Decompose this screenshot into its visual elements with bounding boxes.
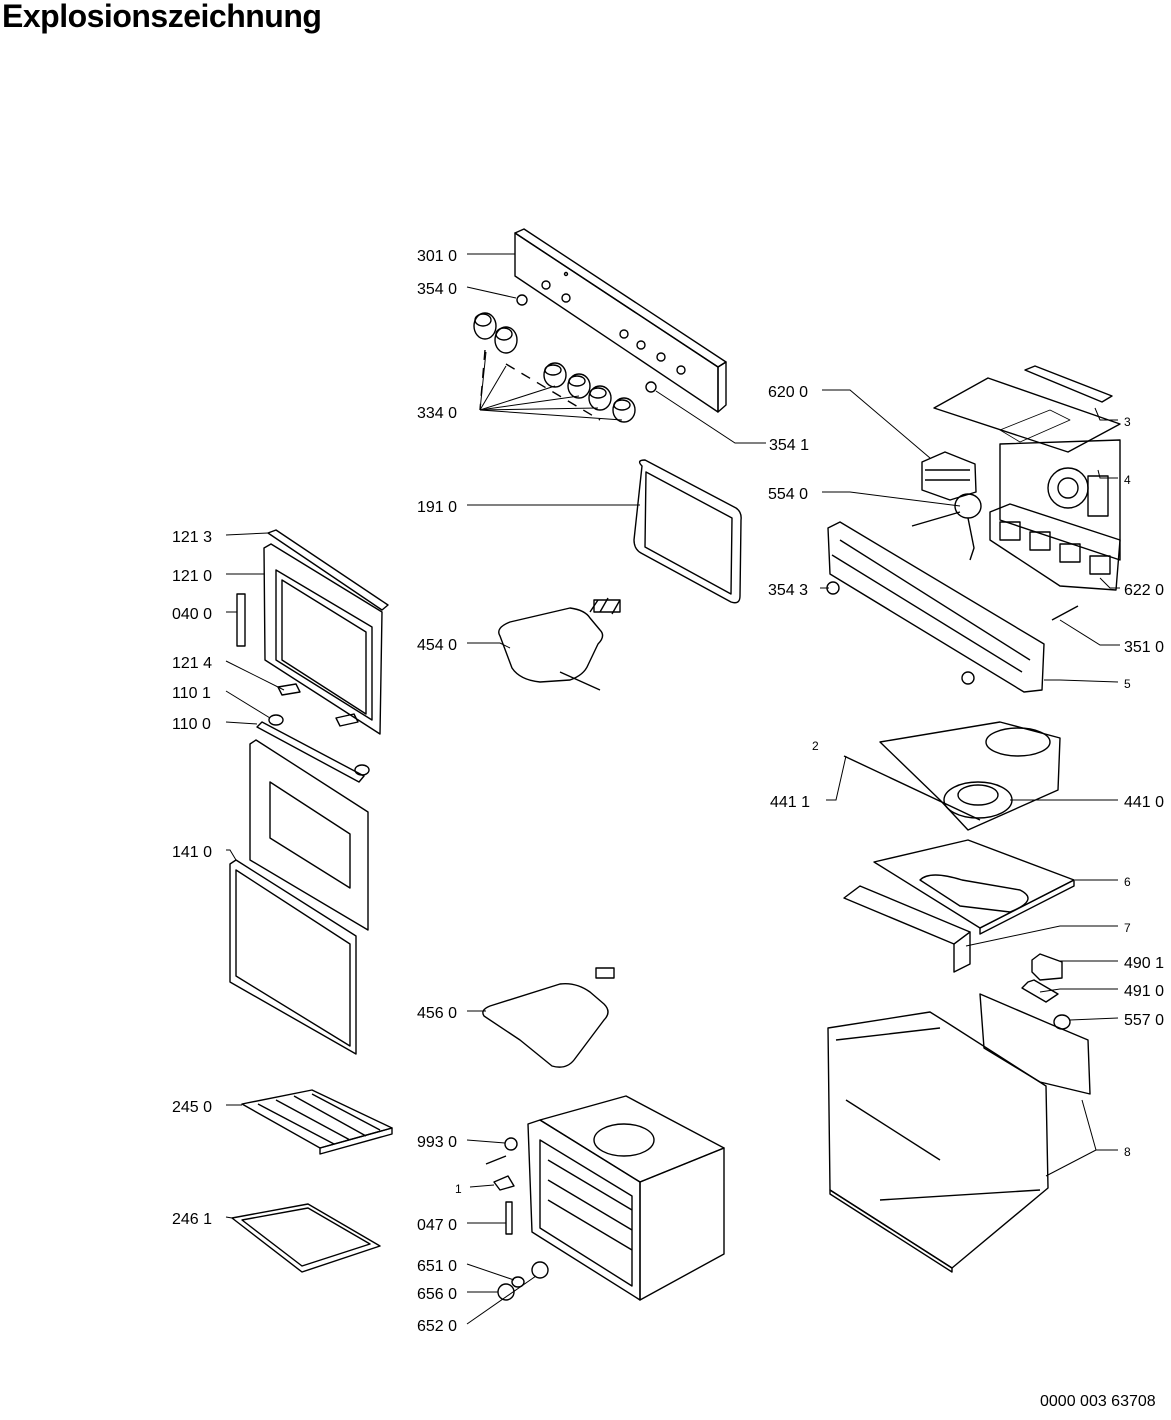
part-label: 441 1 (770, 794, 810, 811)
part-label: 121 0 (172, 568, 212, 585)
part-label: 441 0 (1124, 794, 1164, 811)
part-label: 4 (1124, 473, 1131, 487)
part-label: 334 0 (417, 405, 457, 422)
part-label: 554 0 (768, 486, 808, 503)
switch-block-part (989, 503, 1121, 591)
part-label: 301 0 (417, 248, 457, 265)
upper-cover-part (933, 365, 1121, 561)
part-label: 5 (1124, 677, 1131, 691)
part-label: 651 0 (417, 1258, 457, 1275)
part-label: 454 0 (417, 637, 457, 654)
part-label: 2 (812, 739, 819, 753)
part-label: 110 1 (172, 685, 211, 702)
part-label: 141 0 (172, 844, 212, 861)
document-number: 0000 003 63708 (1040, 1393, 1156, 1410)
indicator-lamp-part (516, 294, 657, 393)
thermostat-part (911, 493, 982, 561)
electronic-timer-part (921, 451, 977, 501)
oven-small-parts (485, 1137, 549, 1301)
lower-heating-element-part (482, 967, 615, 1068)
door-glass-part (229, 739, 369, 1055)
part-label: 245 0 (172, 1099, 212, 1116)
part-label: 354 1 (769, 437, 809, 454)
part-label: 6 (1124, 875, 1131, 889)
part-label: 456 0 (417, 1005, 457, 1022)
insulation-strip-part (843, 885, 971, 973)
part-label: 354 0 (417, 281, 457, 298)
upper-heating-element-part (498, 597, 621, 691)
part-label: 246 1 (172, 1211, 212, 1228)
part-label: 121 4 (172, 655, 212, 672)
door-hinge-parts (256, 683, 370, 783)
grill-rack-part (241, 1089, 393, 1155)
door-gasket-part (633, 459, 742, 604)
fan-cover-plate-part (873, 839, 1075, 935)
page-title: Explosionszeichnung (2, 0, 322, 34)
part-label: 351 0 (1124, 639, 1164, 656)
fan-assembly-part (843, 721, 1061, 831)
part-label: 040 0 (172, 606, 212, 623)
part-label: 491 0 (1124, 983, 1164, 1000)
cabinet-frame-part (827, 993, 1091, 1273)
part-label: 7 (1124, 921, 1131, 935)
part-label: 557 0 (1124, 1012, 1164, 1029)
part-label: 110 0 (172, 716, 211, 733)
part-label: 622 0 (1124, 582, 1164, 599)
part-label: 047 0 (417, 1217, 457, 1234)
oven-cavity-part (527, 1095, 725, 1301)
front-bracket-part (826, 521, 1079, 693)
part-label: 652 0 (417, 1318, 457, 1335)
part-label: 121 3 (172, 529, 212, 546)
part-label: 354 3 (768, 582, 808, 599)
part-label: 8 (1124, 1145, 1131, 1159)
part-label: 993 0 (417, 1134, 457, 1151)
part-label: 1 (455, 1182, 462, 1196)
control-knob-parts (473, 312, 636, 423)
door-inner-frame-part (236, 529, 389, 735)
part-label: 490 1 (1124, 955, 1164, 972)
baking-tray-part (231, 1203, 381, 1273)
part-label: 656 0 (417, 1286, 457, 1303)
part-label: 191 0 (417, 499, 457, 516)
control-panel-part (514, 228, 727, 413)
part-label: 620 0 (768, 384, 808, 401)
leader-lines (225, 253, 1120, 1325)
part-label: 3 (1124, 415, 1131, 429)
